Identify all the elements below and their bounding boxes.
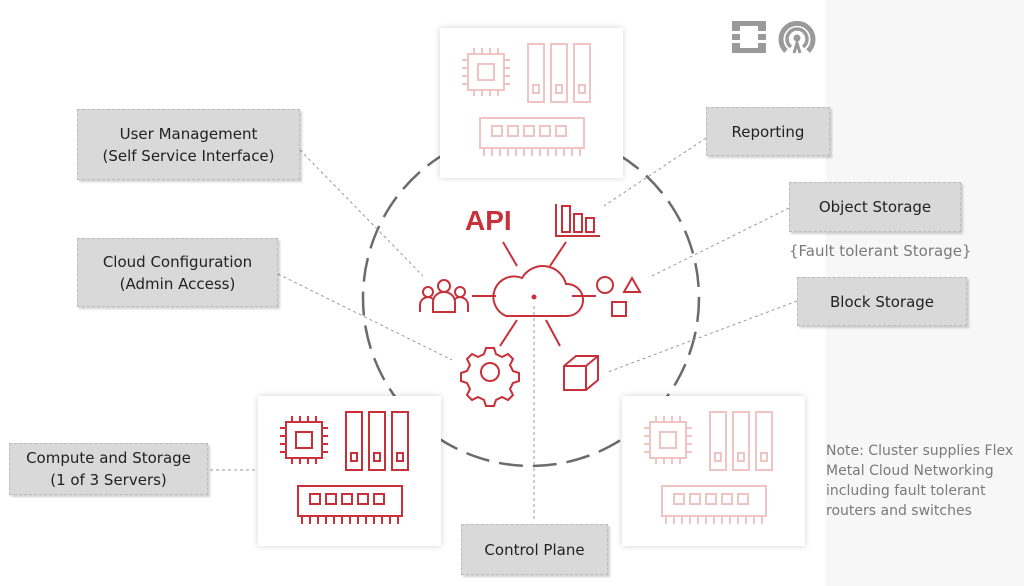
cluster-note-line1: Note: Cluster supplies Flex — [826, 443, 1014, 459]
control-plane-text: Control Plane — [484, 540, 585, 559]
cloud-configuration-line2: (Admin Access) — [119, 274, 236, 293]
compute-storage-line2: (1 of 3 Servers) — [50, 471, 167, 489]
storage-drive-icon — [709, 411, 773, 471]
user-management-line1: User Management — [119, 124, 258, 143]
block-storage-text: Block Storage — [829, 292, 935, 311]
cpu-icon — [280, 416, 328, 464]
reporting-text: Reporting — [731, 122, 805, 141]
cloud-icon — [492, 265, 584, 317]
object-storage-text: Object Storage — [818, 198, 932, 216]
server-illustration — [644, 411, 773, 524]
api-label: API — [465, 205, 512, 236]
user-management-label: User Management (Self Service Interface) — [77, 109, 300, 180]
api-hub: API — [419, 204, 642, 407]
storage-drive-icon — [345, 411, 409, 471]
gear-icon — [460, 347, 520, 407]
openstack-logo-icon — [732, 21, 766, 53]
reporting-label: Reporting — [706, 107, 830, 156]
memory-module-icon — [479, 117, 585, 156]
server-card-right — [622, 396, 805, 546]
users-icon — [419, 279, 469, 313]
server-card-left — [258, 396, 441, 546]
compute-storage-line1: Compute and Storage — [26, 449, 191, 467]
server-illustration — [280, 411, 409, 524]
cluster-note: Note: Cluster supplies Flex Metal Cloud … — [826, 441, 1022, 521]
block-storage-label: Block Storage — [797, 277, 967, 326]
shapes-icon — [596, 275, 642, 317]
dashed-connectors — [210, 137, 798, 522]
control-plane-label: Control Plane — [461, 524, 608, 575]
server-illustration — [462, 43, 591, 156]
memory-module-icon — [661, 485, 767, 524]
cube-icon — [563, 355, 599, 391]
compute-storage-label: Compute and Storage (1 of 3 Servers) — [9, 443, 208, 495]
ceph-logo-icon — [778, 20, 816, 54]
cloud-configuration-line1: Cloud Configuration — [102, 252, 253, 271]
object-storage-label: Object Storage — [789, 182, 961, 232]
logo-group — [732, 20, 816, 54]
storage-drive-icon — [527, 43, 591, 103]
cpu-icon — [462, 48, 510, 96]
cluster-note-line2: Metal Cloud Networking — [826, 463, 994, 479]
bar-chart-icon — [555, 204, 600, 237]
fault-tolerant-note: {Fault tolerant Storage} — [789, 242, 972, 260]
user-management-line2: (Self Service Interface) — [102, 146, 275, 165]
cpu-icon — [644, 416, 692, 464]
memory-module-icon — [297, 485, 403, 524]
cluster-note-line3: including fault tolerant — [826, 483, 986, 499]
cluster-note-line4: routers and switches — [826, 503, 972, 519]
server-card-top — [440, 28, 623, 178]
cloud-configuration-label: Cloud Configuration (Admin Access) — [77, 238, 278, 307]
